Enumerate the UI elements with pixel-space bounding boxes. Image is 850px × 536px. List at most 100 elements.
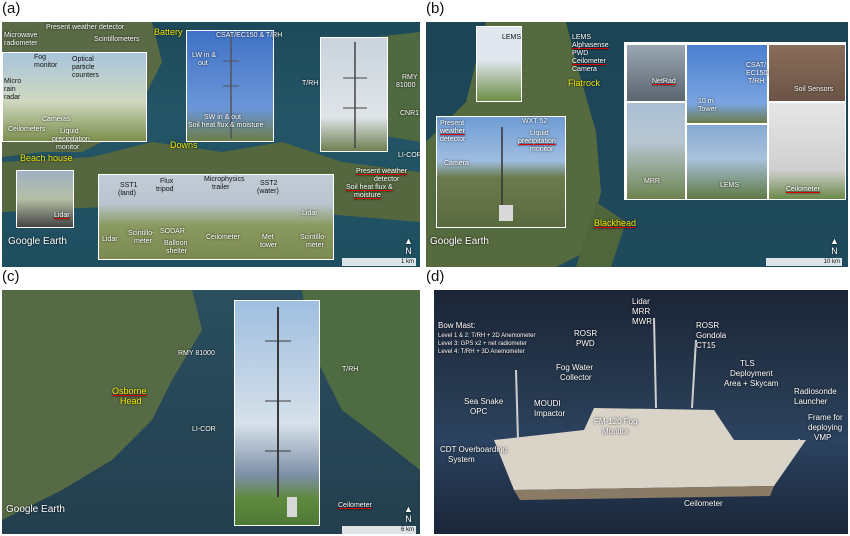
d-mrr: MRR xyxy=(632,307,651,316)
panel-a-tower-photo xyxy=(186,30,274,142)
a-tower2-rmy2: 81000 xyxy=(396,82,416,89)
panel-b-flatrock-photo xyxy=(476,26,522,102)
a-field-scint2b: meter xyxy=(306,242,324,249)
panel-b-map: LEMS LEMS Alphasense PWD Ceilometer Came… xyxy=(426,22,848,267)
b-google-earth-logo: Google Earth xyxy=(430,236,489,247)
a-tower2-soil: Soil heat flux & xyxy=(346,184,393,191)
a-field-scint2: Scintillo- xyxy=(300,234,327,241)
c-tower-mast-icon xyxy=(265,307,297,517)
b-station-camera: Camera xyxy=(444,160,469,167)
b-place-flatrock: Flatrock xyxy=(568,78,601,88)
a-label-scint: Scintillometers xyxy=(94,36,140,43)
b-place-blackhead: Blackhead xyxy=(594,218,637,228)
b-station-mast-icon xyxy=(499,127,513,221)
b-right-netrad: NetRad xyxy=(652,78,676,85)
a-label-cameras: Cameras xyxy=(42,116,71,123)
a-field-balloon: Balloon xyxy=(164,240,188,247)
panel-c-tower-photo xyxy=(234,300,320,526)
a-lidar-label: Lidar xyxy=(54,212,70,219)
c-label-ceilo: Ceilometer xyxy=(338,502,372,509)
a-field-fluxb: tripod xyxy=(156,186,174,193)
a-field-sst1b: (land) xyxy=(118,190,136,197)
panel-b-station-photo xyxy=(436,116,566,228)
a-tower2-pwd2: detector xyxy=(374,176,400,183)
c-north-arrow-icon: ▲N xyxy=(404,504,413,524)
c-place-osborne: Osborne xyxy=(112,386,147,396)
a-scale-bar: 1 km xyxy=(342,258,416,266)
d-mwr: MWR xyxy=(632,317,652,326)
d-snake1: Sea Snake xyxy=(464,397,504,406)
a-label-ceilometers: Ceilometers xyxy=(8,126,46,133)
d-gondola: Gondola xyxy=(696,331,727,340)
a-field-lidar2: Lidar xyxy=(302,210,318,217)
a-field-sst2b: (water) xyxy=(257,188,279,195)
a-place-beach-house: Beach house xyxy=(20,153,73,163)
panel-c-label: (c) xyxy=(2,268,20,285)
a-label-pwd: Present weather detector xyxy=(46,24,125,31)
b-north-arrow-icon: ▲N xyxy=(830,236,839,256)
panel-a-tower2-photo xyxy=(320,37,388,152)
b-station-pwd2: weather xyxy=(440,128,465,135)
b-list-1: Alphasense xyxy=(572,42,609,49)
a-tower-mast-icon xyxy=(223,35,239,139)
a-tower2-rmy: RMY xyxy=(402,74,418,81)
a-tower-sw: SW in & out xyxy=(204,114,241,121)
d-tls2: Deployment xyxy=(730,369,773,378)
b-right-mrr: MRR xyxy=(644,178,660,185)
a-field-sst1: SST1 xyxy=(120,182,138,189)
a-tower2-trh: T/RH xyxy=(302,80,319,87)
b-station-liquid: Liquid xyxy=(530,130,549,137)
a-tower2-mast-icon xyxy=(343,42,367,148)
b-station-wxt: WXT 52 xyxy=(522,118,548,125)
a-north-arrow-icon: ▲N xyxy=(404,236,413,256)
a-field-metb: tower xyxy=(260,242,278,249)
panel-b-label: (b) xyxy=(426,0,445,17)
panel-a-instruments-photo xyxy=(2,52,147,142)
c-scale-bar: 6 km xyxy=(342,526,416,534)
a-tower2-licor: LI-COR xyxy=(398,152,420,159)
a-label-mwr2: radiometer xyxy=(4,40,38,47)
d-tls1: TLS xyxy=(740,359,755,368)
c-place-osborne2: Head xyxy=(120,396,142,406)
b-ceilometer-photo xyxy=(769,103,845,199)
a-field-ceilo: Ceilometer xyxy=(206,234,240,241)
c-label-rmy: RMY 81000 xyxy=(178,350,215,357)
b-right-ceilo: Ceilometer xyxy=(786,186,820,193)
a-field-scintb: meter xyxy=(134,238,152,245)
panel-c-land xyxy=(2,290,420,520)
a-label-optical: Optical xyxy=(72,56,94,63)
a-field-balloonb: shelter xyxy=(166,248,188,255)
d-snake2: OPC xyxy=(470,407,488,416)
a-field-sodar: SODAR xyxy=(160,228,185,235)
d-ct15: CT15 xyxy=(696,341,716,350)
panel-d-photo: Bow Mast: Level 1 & 2: T/RH + 2D Anemome… xyxy=(434,290,848,534)
a-place-downs: Downs xyxy=(170,140,198,150)
c-label-licor: LI-COR xyxy=(192,426,216,433)
a-field-microb: trailer xyxy=(212,184,230,191)
d-frame1: Frame for xyxy=(808,413,843,422)
b-right-csat3: T/RH xyxy=(748,78,765,85)
b-netrad-photo xyxy=(627,45,685,101)
a-tower2-cnr1: CNR1 xyxy=(400,110,420,117)
d-fm2: Monitor xyxy=(602,427,629,436)
d-bow-level-2: Level 3: GPS x2 + net radiometer xyxy=(438,341,527,347)
d-tls3: Area + Skycam xyxy=(724,379,779,388)
a-label-mrr: Micro xyxy=(4,78,22,85)
panel-b-right-collage xyxy=(624,42,846,200)
c-google-earth-logo: Google Earth xyxy=(6,504,65,515)
a-label-fog2: monitor xyxy=(34,62,58,69)
d-ceilo: Ceilometer xyxy=(684,499,723,508)
b-right-tower: 10 m xyxy=(698,98,714,105)
b-station-liquid3: monitor xyxy=(530,146,554,153)
b-flatrock-inset-label: LEMS xyxy=(502,34,522,41)
d-frame2: deploying xyxy=(808,423,843,432)
a-label-liquid3: monitor xyxy=(56,144,80,151)
a-label-optical2: particle xyxy=(72,64,95,71)
d-radio1: Radiosonde xyxy=(794,387,837,396)
d-bow-level-3: Level 4: T/RH + 3D Anemometer xyxy=(438,349,525,355)
d-moudi2: Impactor xyxy=(534,409,566,418)
d-pwd: PWD xyxy=(576,339,595,348)
b-list-4: Camera xyxy=(572,66,597,73)
d-fog1: Fog Water xyxy=(556,363,594,372)
a-label-mrr2: rain xyxy=(4,86,16,93)
